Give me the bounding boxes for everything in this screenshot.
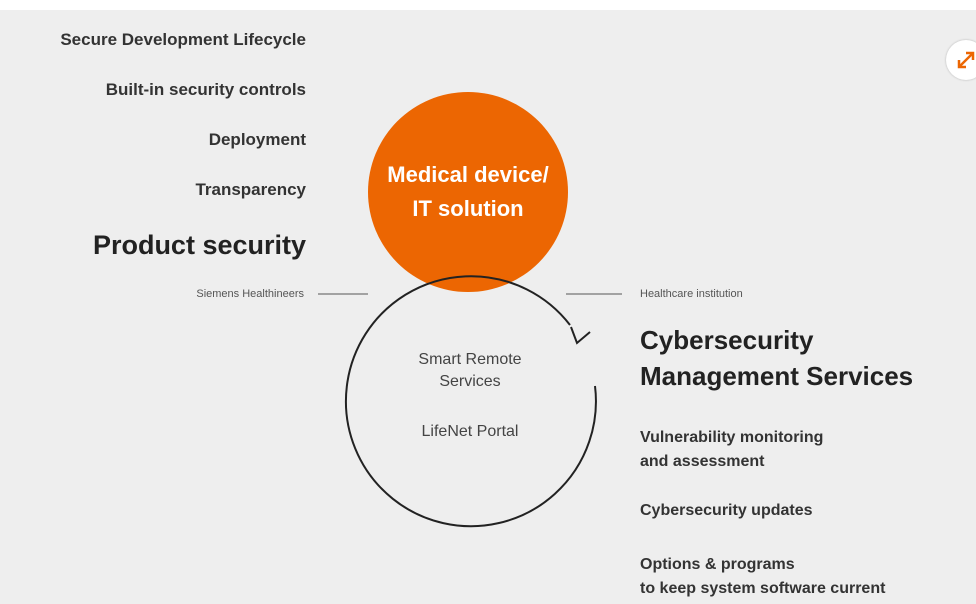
left-item-secure-development: Secure Development Lifecycle [60,30,306,49]
expand-arrow-icon [957,51,975,69]
loop-line-2: Services [439,373,501,390]
right-item-3-line-2: to keep system software current [640,580,886,597]
medical-device-label: Medical device/ IT solution [340,158,596,226]
left-item-transparency: Transparency [195,180,306,199]
loop-arrow-head [570,326,591,345]
right-heading-line-2: Management Services [640,361,914,391]
right-item-1-line-2: and assessment [640,453,765,470]
right-item-options: Options & programs to keep system softwa… [640,553,885,601]
left-item-deployment: Deployment [208,130,306,149]
cybersecurity-management-heading: Cybersecurity Management Services [640,322,913,394]
healthcare-institution-label: Healthcare institution [640,288,743,300]
right-item-updates: Cybersecurity updates [640,499,813,523]
lifenet-portal-label: LifeNet Portal [350,421,590,443]
medical-device-circle [368,92,568,292]
circle-line-2: IT solution [412,196,524,221]
expand-button[interactable] [946,40,976,80]
siemens-healthineers-label: Siemens Healthineers [196,288,304,300]
right-item-1-line-1: Vulnerability monitoring [640,429,824,446]
loop-line-1: Smart Remote [418,351,522,368]
loop-line-3: LifeNet Portal [421,423,519,440]
right-item-vulnerability: Vulnerability monitoring and assessment [640,426,823,474]
right-item-2-line-1: Cybersecurity updates [640,502,813,519]
circle-line-1: Medical device/ [387,162,549,187]
services-loop-arc [344,275,597,528]
smart-remote-services-label: Smart Remote Services [350,349,590,393]
right-heading-line-1: Cybersecurity [640,325,814,355]
right-item-3-line-1: Options & programs [640,556,795,573]
left-item-built-in-controls: Built-in security controls [105,80,306,99]
product-security-heading: Product security [92,230,306,260]
